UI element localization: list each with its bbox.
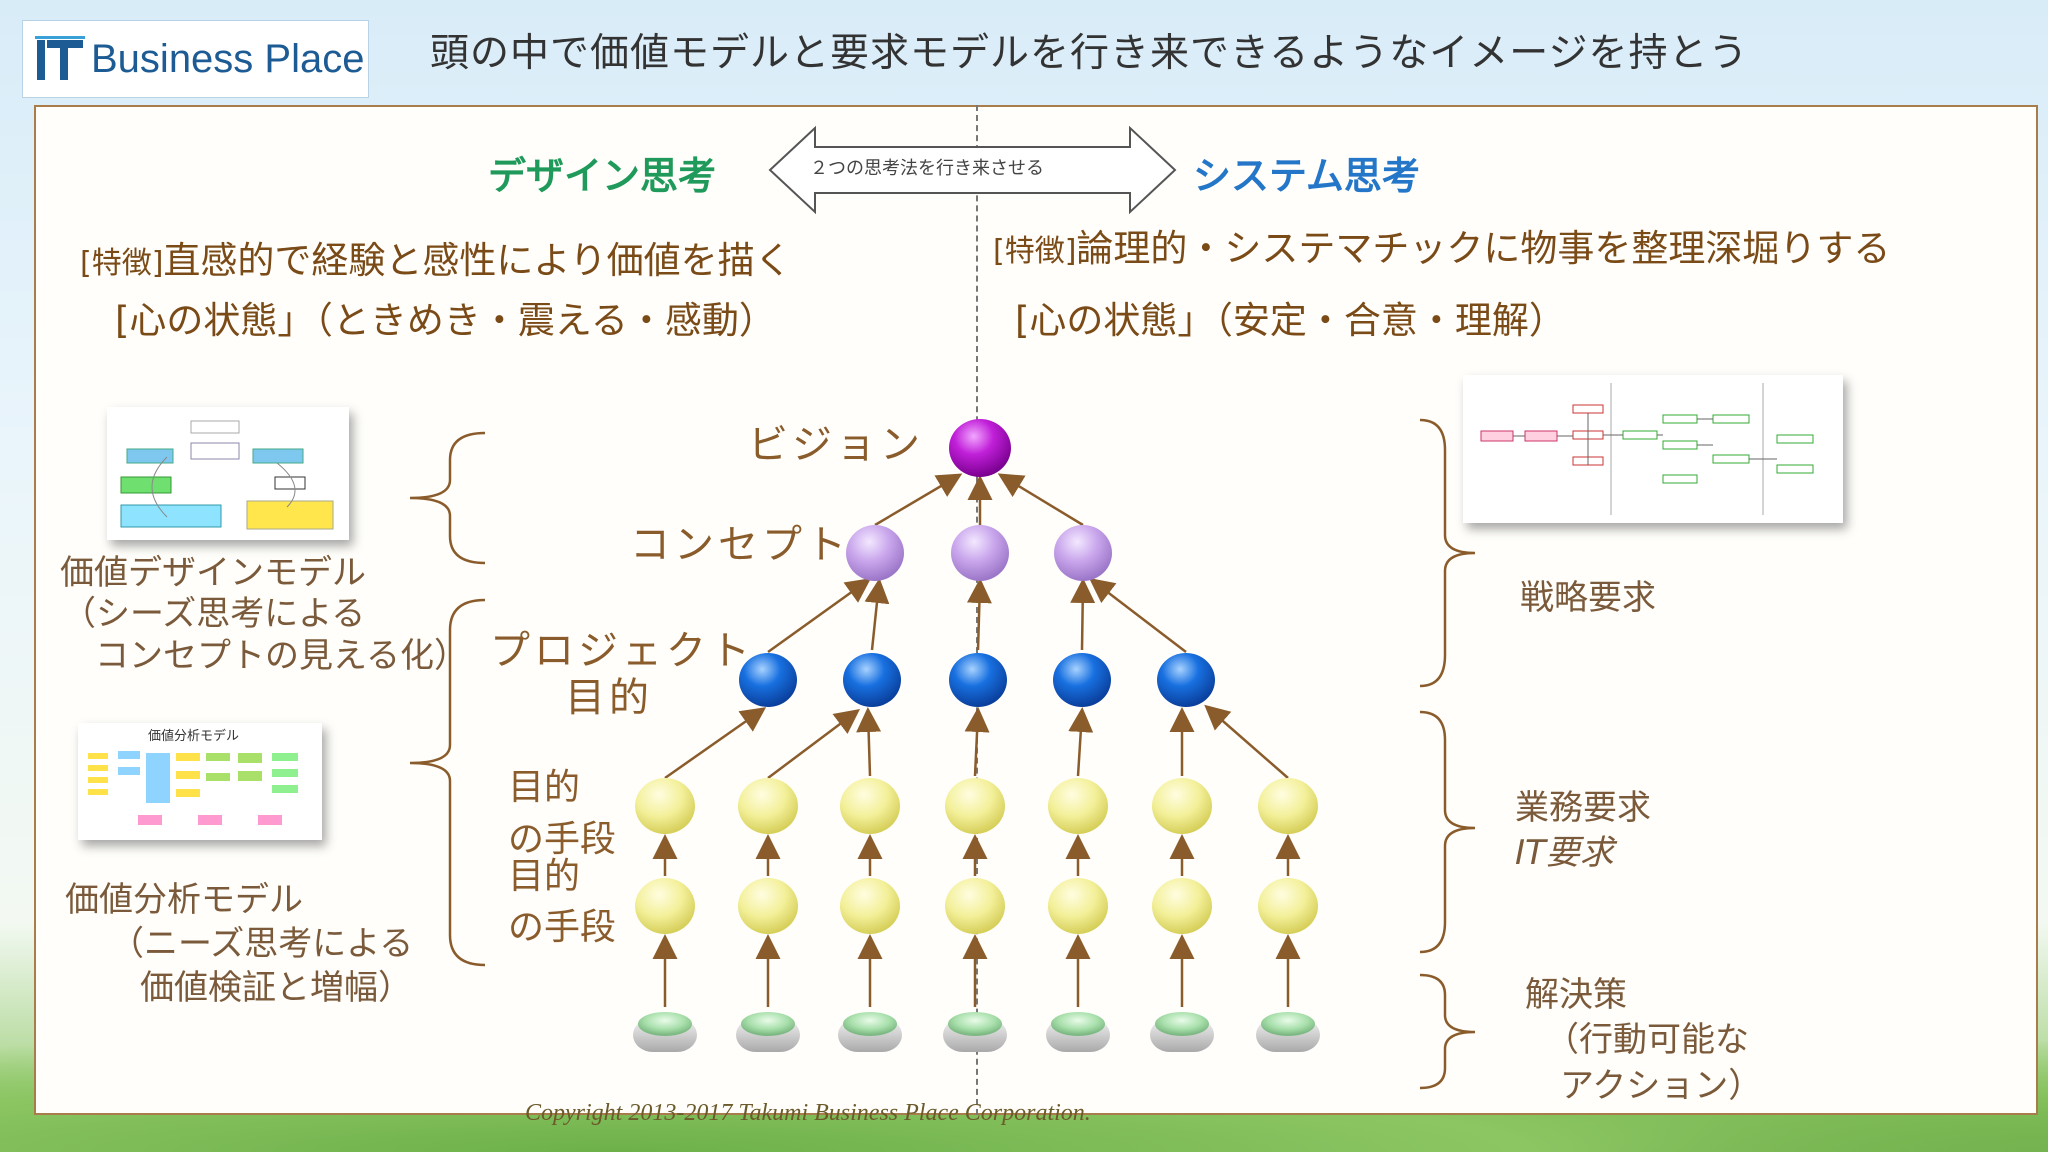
value-analysis-label-1: 価値分析モデル	[65, 880, 303, 920]
logo-text: Business Place	[91, 36, 365, 81]
it-requirement-label: IT要求	[1515, 833, 1614, 873]
arrow-means-3	[964, 707, 990, 777]
arrow-label: ２つの思考法を行き来させる	[810, 158, 1044, 179]
means-label-a1: 目的	[508, 767, 581, 808]
thumbnail-title: 価値分析モデル	[148, 729, 240, 744]
solution-node-3	[948, 1012, 1002, 1036]
means-b-node-4	[1048, 878, 1108, 934]
means-a-node-3	[945, 778, 1005, 834]
means-b-node-5	[1152, 878, 1212, 934]
value-analysis-label-2: （ニーズ思考による	[110, 924, 414, 964]
value-design-model-thumbnail	[107, 407, 349, 540]
arrow-project-4	[1089, 577, 1187, 653]
arrow-concept-2	[997, 473, 1084, 527]
project-label-1: プロジェクト	[490, 628, 754, 674]
brace-solution	[1419, 973, 1476, 1090]
brace-value-analysis	[409, 598, 486, 967]
vision-node	[949, 419, 1011, 477]
it-logo-icon	[33, 32, 87, 86]
brace-value-design	[409, 431, 486, 565]
arrow-concept-0	[874, 473, 963, 527]
solution-node-1	[741, 1012, 795, 1036]
copyright-footer: Copyright 2013-2017 Takumi Business Plac…	[525, 1100, 1091, 1126]
concept-node-2	[1054, 525, 1112, 581]
concept-node-1	[951, 525, 1009, 581]
value-analysis-label-3: 価値検証と増幅）	[140, 968, 412, 1008]
project-node-4	[1157, 653, 1215, 707]
arrow-means-4	[1068, 707, 1094, 777]
brace-business	[1419, 710, 1476, 954]
company-logo: Business Place	[22, 20, 369, 98]
solution-label-1: 解決策	[1525, 975, 1627, 1015]
solution-node-0	[638, 1012, 692, 1036]
solution-node-2	[843, 1012, 897, 1036]
solution-node-5	[1155, 1012, 1209, 1036]
arrow-means-1	[767, 709, 860, 779]
solution-node-4	[1051, 1012, 1105, 1036]
arrow-project-2	[966, 578, 992, 651]
system-feature: [特徴]論理的・システマチックに物事を整理深堀りする	[993, 227, 1891, 270]
value-design-label-2: （シーズ思考による	[62, 594, 366, 634]
means-a-node-2	[840, 778, 900, 834]
system-mind-state: [心の状態」（安定・合意・理解）	[1015, 299, 1566, 342]
content-frame	[34, 105, 2038, 1115]
project-node-1	[843, 653, 901, 707]
means-b-node-2	[840, 878, 900, 934]
arrow-means-0	[664, 707, 767, 780]
design-thinking-heading: デザイン思考	[488, 154, 717, 198]
project-node-2	[949, 653, 1007, 707]
means-label-b1: 目的	[508, 856, 581, 897]
business-requirement-label: 業務要求	[1515, 788, 1651, 828]
means-b-node-0	[635, 878, 695, 934]
arrow-means-2	[856, 707, 882, 777]
vision-label: ビジョン	[748, 422, 924, 468]
means-b-node-1	[738, 878, 798, 934]
system-thinking-heading: システム思考	[1193, 154, 1420, 198]
solution-label-3: アクション）	[1560, 1066, 1763, 1106]
value-design-label-3: コンセプトの見える化）	[95, 636, 468, 676]
strategy-requirement-label: 戦略要求	[1520, 578, 1656, 618]
means-b-node-3	[945, 878, 1005, 934]
concept-node-0	[846, 525, 904, 581]
page-title: 頭の中で価値モデルと要求モデルを行き来できるようなイメージを持とう	[430, 31, 1749, 76]
arrow-means-6	[1204, 704, 1289, 779]
project-node-3	[1053, 653, 1111, 707]
means-label-b2: の手段	[508, 907, 617, 948]
means-a-node-6	[1258, 778, 1318, 834]
means-a-node-4	[1048, 778, 1108, 834]
means-a-node-0	[635, 778, 695, 834]
means-b-node-6	[1258, 878, 1318, 934]
project-node-0	[739, 653, 797, 707]
concept-label: コンセプト	[630, 522, 850, 568]
solution-label-2: （行動可能な	[1545, 1020, 1749, 1060]
arrow-project-3	[1070, 578, 1096, 651]
means-label-a2: の手段	[508, 819, 617, 860]
means-a-node-5	[1152, 778, 1212, 834]
arrow-project-1	[864, 578, 890, 651]
brace-strategy	[1419, 418, 1476, 688]
arrow-project-0	[767, 578, 872, 654]
solution-node-6	[1261, 1012, 1315, 1036]
value-design-label-1: 価値デザインモデル	[60, 553, 366, 593]
value-analysis-model-thumbnail: 価値分析モデル	[78, 723, 322, 840]
means-a-node-1	[738, 778, 798, 834]
center-divider	[976, 105, 978, 1115]
project-label-2: 目的	[565, 675, 653, 721]
design-mind-state: [心の状態」（ときめき・震える・感動）	[115, 299, 776, 342]
strategy-requirement-thumbnail	[1463, 375, 1843, 523]
double-arrow-shape	[768, 125, 1177, 215]
design-feature: [特徴]直感的で経験と感性により価値を描く	[80, 239, 792, 282]
